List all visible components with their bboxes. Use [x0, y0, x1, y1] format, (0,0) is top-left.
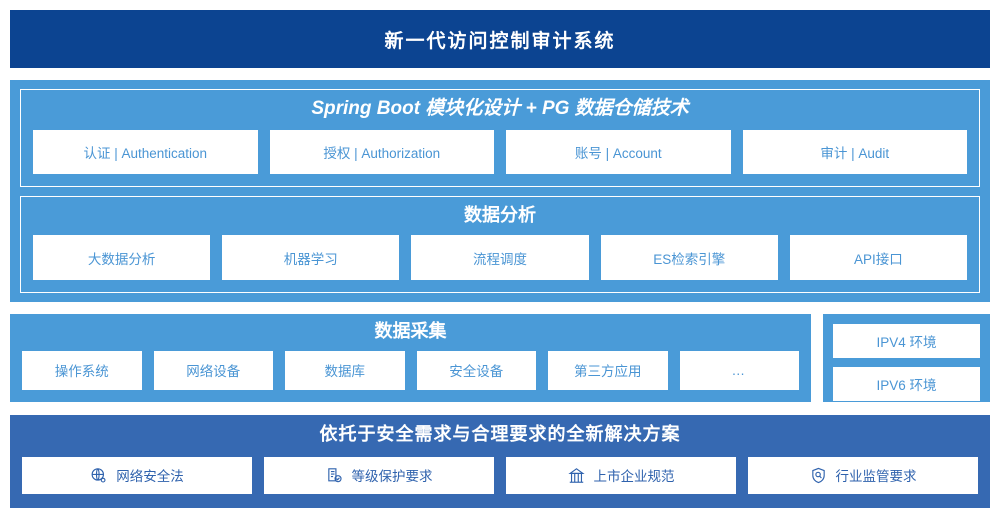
compliance-panel: 依托于安全需求与合理要求的全新解决方案 网络安全法: [10, 415, 990, 508]
chip-label: 上市企业规范: [593, 469, 675, 485]
analysis-chip-list: 大数据分析 机器学习 流程调度 ES检索引擎 API接口: [33, 235, 968, 280]
compliance-chip-classified-protection[interactable]: 等级保护要求: [264, 456, 494, 494]
chip-label: 机器学习: [283, 251, 338, 267]
chip-label: 行业监管要求: [835, 469, 917, 485]
shield-search-icon: [810, 467, 827, 484]
middle-section: 数据采集 操作系统 网络设备 数据库 安全设备 第三方应用 …: [10, 314, 990, 402]
collection-chip-more[interactable]: …: [679, 350, 799, 390]
collection-chip-third-party-app[interactable]: 第三方应用: [548, 350, 668, 390]
environment-chip-ipv6[interactable]: IPV6 环境: [833, 367, 980, 401]
chip-label: 网络安全法: [116, 469, 184, 485]
platform-chip-audit[interactable]: 审计 | Audit: [742, 129, 967, 174]
platform-chip-account[interactable]: 账号 | Account: [506, 129, 731, 174]
document-check-icon: [326, 467, 343, 484]
compliance-chip-industry-regulation[interactable]: 行业监管要求: [748, 456, 978, 494]
analysis-chip-process-scheduling[interactable]: 流程调度: [411, 235, 589, 280]
chip-label: 等级保护要求: [351, 469, 433, 485]
chip-label: 数据库: [324, 364, 366, 380]
platform-chip-authentication[interactable]: 认证 | Authentication: [33, 129, 258, 174]
chip-label: 安全设备: [449, 364, 504, 380]
chip-label: IPV6 环境: [876, 378, 937, 393]
compliance-title: 依托于安全需求与合理要求的全新解决方案: [319, 424, 681, 444]
chip-label: 操作系统: [54, 364, 109, 380]
analysis-chip-machine-learning[interactable]: 机器学习: [222, 235, 400, 280]
chip-label: 授权 | Authorization: [323, 145, 441, 161]
collection-chip-network-device[interactable]: 网络设备: [153, 350, 273, 390]
chip-label: 认证 | Authentication: [83, 145, 208, 161]
platform-chip-authorization[interactable]: 授权 | Authorization: [269, 129, 494, 174]
compliance-chip-cybersecurity-law[interactable]: 网络安全法: [22, 456, 252, 494]
platform-chip-list: 认证 | Authentication 授权 | Authorization 账…: [33, 129, 967, 174]
platform-group-title: Spring Boot 模块化设计 + PG 数据仓储技术: [311, 98, 689, 119]
compliance-chip-list: 网络安全法 等级保护要求: [22, 456, 978, 494]
platform-group: Spring Boot 模块化设计 + PG 数据仓储技术 认证 | Authe…: [20, 89, 980, 187]
collection-panel: 数据采集 操作系统 网络设备 数据库 安全设备 第三方应用 …: [10, 314, 811, 402]
chip-label: ES检索引擎: [653, 251, 726, 267]
collection-chip-database[interactable]: 数据库: [285, 350, 405, 390]
bank-building-icon: [567, 467, 585, 484]
analysis-chip-api[interactable]: API接口: [789, 235, 968, 280]
upper-section-panel: Spring Boot 模块化设计 + PG 数据仓储技术 认证 | Authe…: [10, 80, 990, 302]
collection-chip-list: 操作系统 网络设备 数据库 安全设备 第三方应用 …: [22, 350, 799, 390]
chip-label: API接口: [854, 251, 903, 267]
chip-label: 流程调度: [473, 251, 527, 267]
chip-label: 审计 | Audit: [820, 145, 890, 161]
page-title: 新一代访问控制审计系统: [10, 10, 990, 68]
chip-label: 第三方应用: [574, 364, 642, 380]
analysis-chip-es-search[interactable]: ES检索引擎: [600, 235, 778, 280]
analysis-group: 数据分析 大数据分析 机器学习 流程调度 ES检索引擎 API接口: [20, 195, 980, 293]
chip-label: 网络设备: [186, 364, 241, 380]
analysis-chip-bigdata[interactable]: 大数据分析: [33, 235, 211, 280]
collection-chip-operating-system[interactable]: 操作系统: [22, 350, 142, 390]
globe-network-icon: [90, 467, 107, 484]
compliance-chip-listed-enterprise[interactable]: 上市企业规范: [506, 456, 736, 494]
chip-label: 大数据分析: [87, 251, 156, 267]
chip-label: …: [731, 362, 747, 378]
chip-label: IPV4 环境: [876, 335, 937, 350]
collection-title: 数据采集: [374, 321, 447, 341]
page-title-text: 新一代访问控制审计系统: [384, 30, 616, 52]
analysis-group-title: 数据分析: [464, 204, 536, 225]
chip-label: 账号 | Account: [574, 145, 662, 161]
environment-panel: IPV4 环境 IPV6 环境: [823, 314, 990, 402]
environment-chip-ipv4[interactable]: IPV4 环境: [833, 324, 980, 358]
collection-chip-security-device[interactable]: 安全设备: [416, 350, 536, 390]
